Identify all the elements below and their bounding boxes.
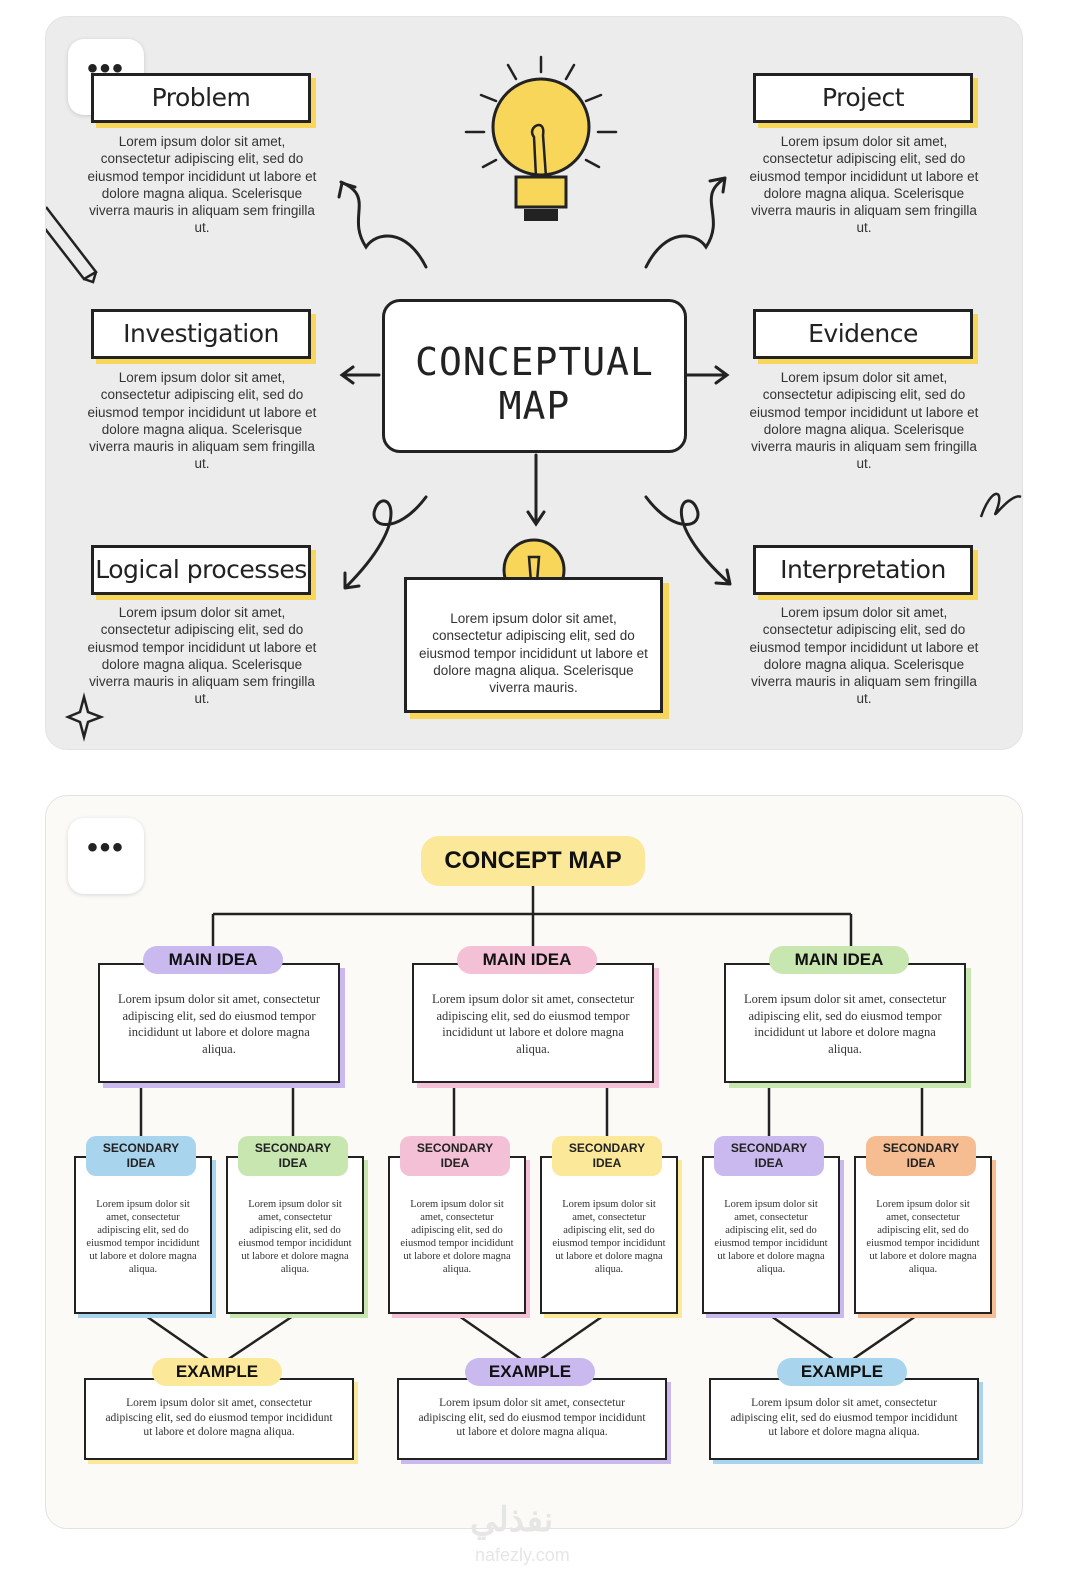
secondary-label-line2: IDEA	[126, 1156, 156, 1170]
example-text: Lorem ipsum dolor sit amet, consectetur …	[730, 1397, 958, 1438]
example-box: Lorem ipsum dolor sit amet, consectetur …	[709, 1378, 979, 1460]
secondary-label-line1: SECONDARY	[102, 1141, 180, 1155]
topic-text-logical-processes: Lorem ipsum dolor sit amet, consectetur …	[87, 605, 317, 707]
example-box: Lorem ipsum dolor sit amet, consectetur …	[84, 1378, 354, 1460]
secondary-label-line2: IDEA	[278, 1156, 308, 1170]
topic-text-investigation: Lorem ipsum dolor sit amet, consectetur …	[87, 370, 317, 472]
secondary-idea-text: Lorem ipsum dolor sit amet, consectetur …	[714, 1199, 828, 1275]
secondary-label-line1: SECONDARY	[416, 1141, 494, 1155]
topic-text-interpretation: Lorem ipsum dolor sit amet, consectetur …	[749, 605, 979, 707]
main-idea-label: MAIN IDEA	[457, 946, 597, 974]
main-idea-label: MAIN IDEA	[769, 946, 909, 974]
secondary-idea-box: Lorem ipsum dolor sit amet, consectetur …	[388, 1156, 526, 1314]
topic-heading-evidence: Evidence	[753, 309, 973, 359]
topic-text-problem: Lorem ipsum dolor sit amet, consectetur …	[87, 134, 317, 236]
secondary-label-line1: SECONDARY	[730, 1141, 808, 1155]
main-idea-box: Lorem ipsum dolor sit amet, consectetur …	[412, 963, 654, 1083]
secondary-label-line1: SECONDARY	[254, 1141, 332, 1155]
main-idea-text: Lorem ipsum dolor sit amet, consectetur …	[117, 992, 321, 1056]
example-text: Lorem ipsum dolor sit amet, consectetur …	[105, 1397, 333, 1438]
topic-heading-project: Project	[753, 73, 973, 123]
example-label: EXAMPLE	[777, 1358, 907, 1386]
secondary-idea-box: Lorem ipsum dolor sit amet, consectetur …	[702, 1156, 840, 1314]
topic-heading-interpretation: Interpretation	[753, 545, 973, 595]
secondary-label-line2: IDEA	[592, 1156, 622, 1170]
example-label: EXAMPLE	[152, 1358, 282, 1386]
main-idea-text: Lorem ipsum dolor sit amet, consectetur …	[431, 992, 635, 1056]
example-label: EXAMPLE	[465, 1358, 595, 1386]
secondary-label-line2: IDEA	[754, 1156, 784, 1170]
watermark-latin: nafezly.com	[475, 1545, 570, 1565]
central-title-line1: CONCEPTUAL	[415, 340, 654, 384]
secondary-idea-text: Lorem ipsum dolor sit amet, consectetur …	[86, 1199, 200, 1275]
secondary-idea-box: Lorem ipsum dolor sit amet, consectetur …	[226, 1156, 364, 1314]
conceptual-map-template-card[interactable]: ••• Problem Lorem ipsum dolor sit amet, …	[45, 16, 1023, 750]
lightbulb-icon	[464, 55, 618, 221]
central-title-line2: MAP	[498, 384, 571, 428]
topic-text-project: Lorem ipsum dolor sit amet, consectetur …	[749, 134, 979, 236]
sparkle-icon	[64, 692, 105, 742]
bottom-idea-text: Lorem ipsum dolor sit amet, consectetur …	[419, 611, 648, 696]
topic-heading-problem: Problem	[91, 73, 311, 123]
secondary-label-line1: SECONDARY	[882, 1141, 960, 1155]
pencil-icon	[46, 206, 98, 284]
secondary-idea-text: Lorem ipsum dolor sit amet, consectetur …	[866, 1199, 980, 1275]
loop-doodle-icon	[979, 492, 1022, 518]
secondary-idea-box: Lorem ipsum dolor sit amet, consectetur …	[74, 1156, 212, 1314]
secondary-idea-text: Lorem ipsum dolor sit amet, consectetur …	[552, 1199, 666, 1275]
secondary-idea-text: Lorem ipsum dolor sit amet, consectetur …	[238, 1199, 352, 1275]
main-idea-text: Lorem ipsum dolor sit amet, consectetur …	[743, 992, 947, 1056]
topic-text-evidence: Lorem ipsum dolor sit amet, consectetur …	[749, 370, 979, 472]
bottom-idea-box: Lorem ipsum dolor sit amet, consectetur …	[404, 577, 663, 713]
main-idea-box: Lorem ipsum dolor sit amet, consectetur …	[98, 963, 340, 1083]
central-concept-box: CONCEPTUAL MAP	[382, 299, 687, 453]
secondary-label-line1: SECONDARY	[568, 1141, 646, 1155]
main-idea-label: MAIN IDEA	[143, 946, 283, 974]
topic-heading-investigation: Investigation	[91, 309, 311, 359]
secondary-label-line2: IDEA	[440, 1156, 470, 1170]
more-options-button[interactable]: •••	[68, 818, 144, 894]
concept-map-template-card[interactable]: ••• CONCEPT MAP Lorem ipsum dolor sit am…	[45, 795, 1023, 1529]
secondary-idea-box: Lorem ipsum dolor sit amet, consectetur …	[854, 1156, 992, 1314]
example-box: Lorem ipsum dolor sit amet, consectetur …	[397, 1378, 667, 1460]
watermark-arabic: نفذلي	[470, 1501, 554, 1539]
secondary-idea-box: Lorem ipsum dolor sit amet, consectetur …	[540, 1156, 678, 1314]
secondary-label-line2: IDEA	[906, 1156, 936, 1170]
topic-heading-logical-processes: Logical processes	[91, 545, 311, 595]
main-idea-box: Lorem ipsum dolor sit amet, consectetur …	[724, 963, 966, 1083]
concept-map-title: CONCEPT MAP	[421, 836, 645, 886]
example-text: Lorem ipsum dolor sit amet, consectetur …	[418, 1397, 646, 1438]
doodle-decorations	[46, 55, 1022, 742]
secondary-idea-text: Lorem ipsum dolor sit amet, consectetur …	[400, 1199, 514, 1275]
